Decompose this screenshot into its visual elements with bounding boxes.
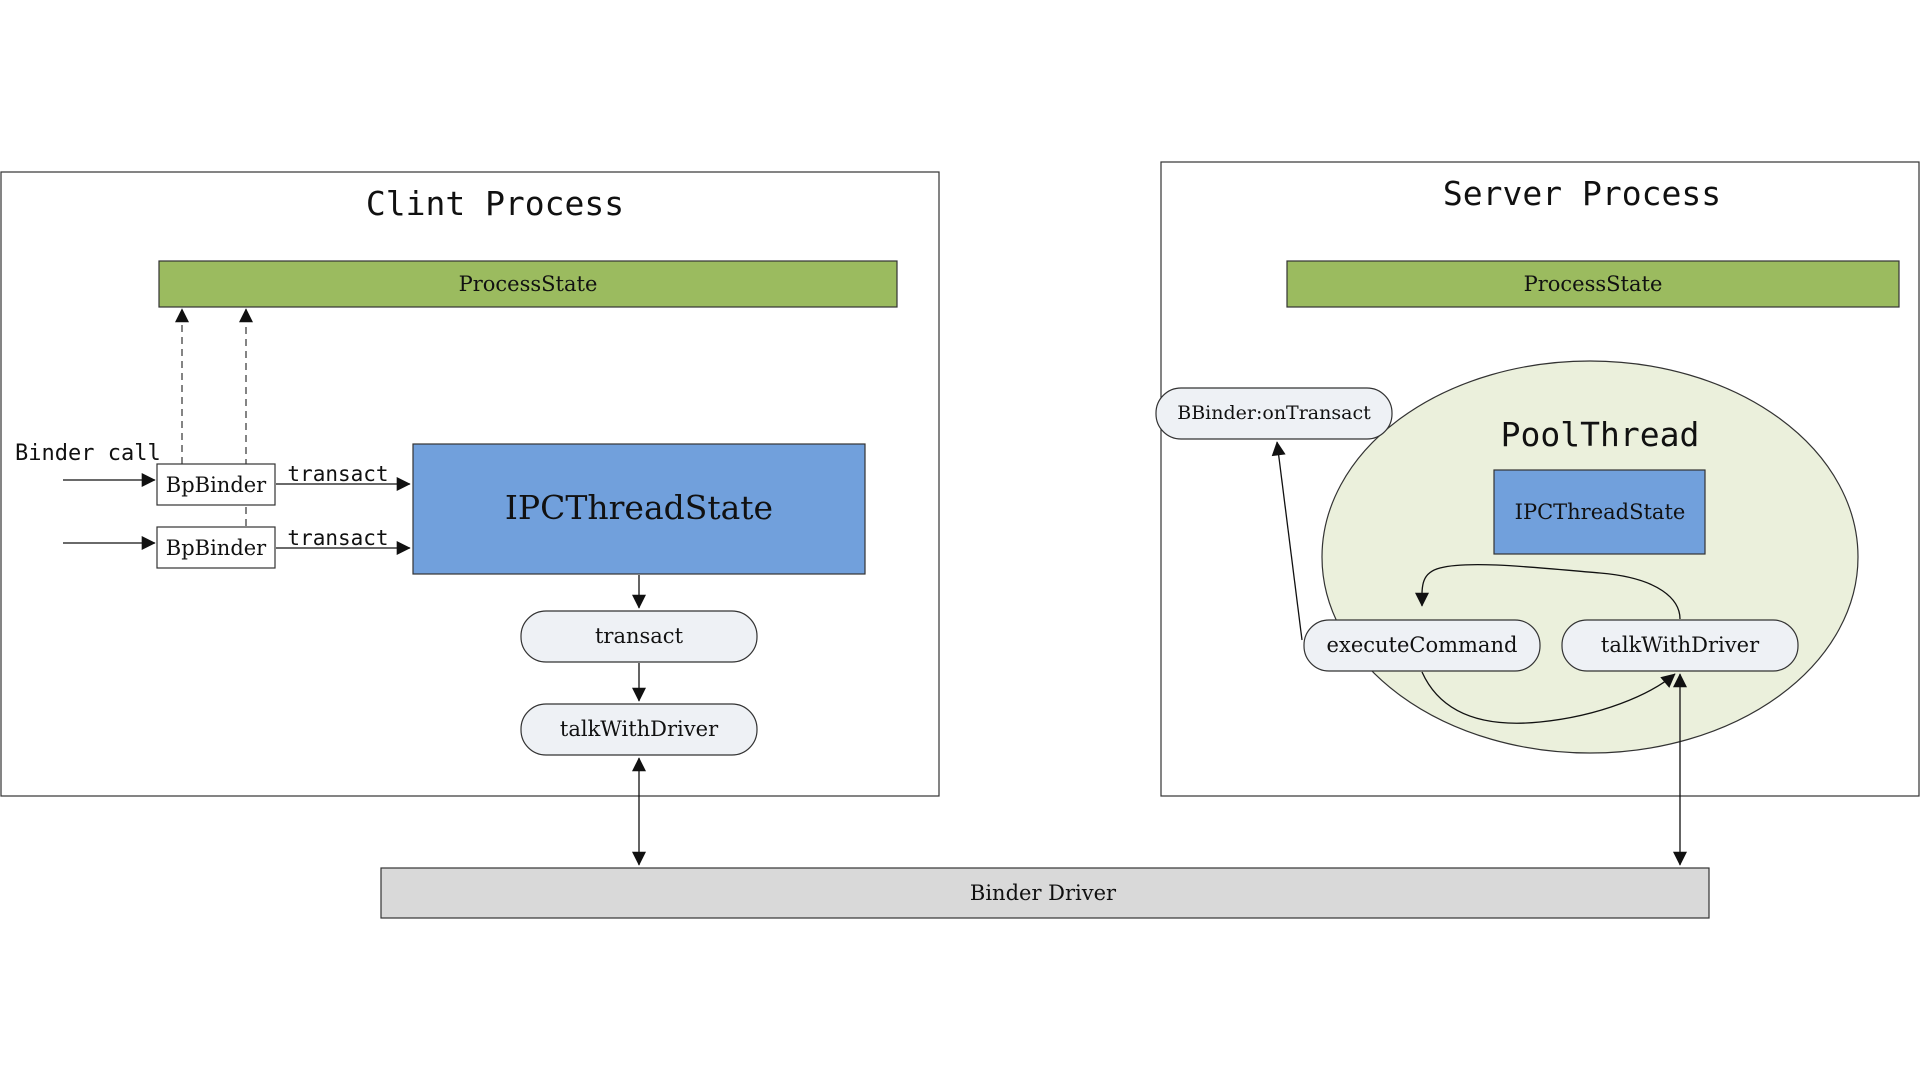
binder-call-label: Binder call — [15, 441, 161, 466]
server-talkwithdriver-label: talkWithDriver — [1601, 633, 1760, 657]
transact-arrow-label-1: transact — [287, 462, 388, 486]
execute-command-label: executeCommand — [1327, 633, 1518, 657]
client-process-state-label: ProcessState — [459, 272, 598, 296]
bpbinder-label-1: BpBinder — [166, 473, 267, 497]
arrow-executecommand-to-bbinder — [1271, 441, 1303, 641]
binder-driver: Binder Driver — [380, 867, 1710, 919]
execute-command-pill — [1303, 619, 1541, 672]
bpbinder-box-2 — [156, 526, 276, 569]
client-ipc-thread-state-box — [412, 443, 866, 575]
client-talkwithdriver-label: talkWithDriver — [560, 717, 719, 741]
pool-thread-label: PoolThread — [1501, 415, 1700, 454]
client-ipc-thread-state-label: IPCThreadState — [505, 488, 773, 527]
binder-driver-bar — [380, 867, 1710, 919]
client-process-title: Clint Process — [366, 184, 624, 223]
server-ipc-thread-state-label: IPCThreadState — [1515, 500, 1686, 524]
client-transact-label: transact — [595, 624, 684, 648]
binder-driver-label: Binder Driver — [970, 881, 1117, 905]
server-talkwithdriver-pill — [1561, 619, 1799, 672]
server-process-title: Server Process — [1443, 174, 1721, 213]
server-process-state-label: ProcessState — [1524, 272, 1663, 296]
curve-executecommand-to-talkwithdriver — [1421, 671, 1676, 724]
transact-arrow-label-2: transact — [287, 526, 388, 550]
server-process: Server Process ProcessState PoolThread I… — [1155, 161, 1920, 797]
client-process-state-bar — [158, 260, 898, 308]
bpbinder-box-1 — [156, 463, 276, 506]
server-process-state-bar — [1286, 260, 1900, 308]
bpbinder-label-2: BpBinder — [166, 536, 267, 560]
bbinder-ontransact-label: BBinder:onTransact — [1177, 402, 1371, 424]
server-ipc-thread-state-box — [1493, 469, 1706, 555]
client-transact-pill — [520, 610, 758, 663]
client-process: Clint Process ProcessState Binder call B… — [0, 171, 940, 797]
bbinder-ontransact-pill — [1155, 387, 1393, 440]
client-talkwithdriver-pill — [520, 703, 758, 756]
curve-talkwithdriver-to-executecommand — [1414, 563, 1681, 620]
